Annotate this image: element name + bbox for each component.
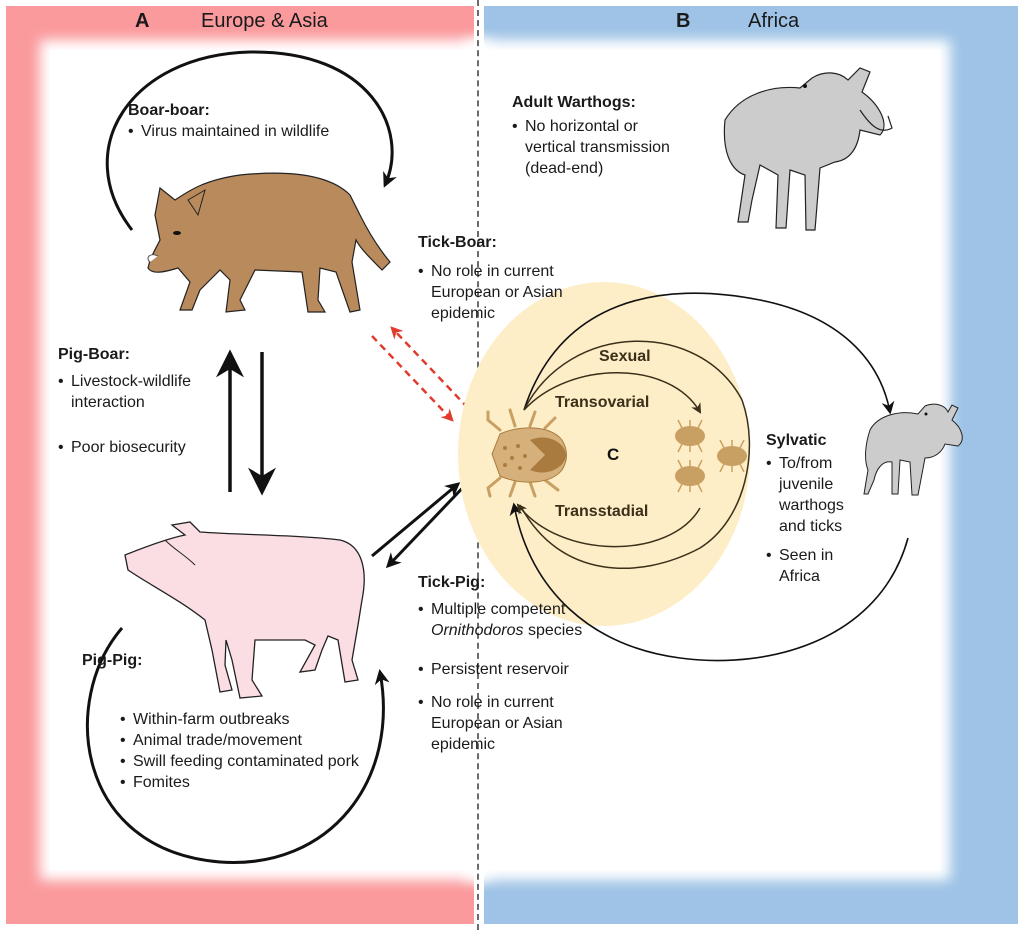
boar-boar-block: Boar-boar: Virus maintained in wildlife bbox=[128, 100, 408, 142]
transstadial-arrow bbox=[516, 503, 701, 548]
tick-boar-title: Tick-Boar: bbox=[418, 234, 497, 251]
pig-pig-block: Pig-Pig: Within-farm outbreaks Animal tr… bbox=[82, 650, 380, 793]
tick-to-boar-dashed-arrow bbox=[390, 326, 469, 409]
tick-pig-title: Tick-Pig: bbox=[418, 574, 486, 591]
pig-to-tick-arrow bbox=[371, 482, 461, 558]
adult-tick-illustration bbox=[486, 408, 567, 498]
sylvatic-bullet: To/from juvenile warthogs and ticks bbox=[766, 453, 856, 537]
sylvatic-outgoing-arrow bbox=[523, 292, 895, 415]
pig-boar-bullet: Poor biosecurity bbox=[58, 437, 218, 458]
panel-a-title: Europe & Asia bbox=[201, 10, 328, 32]
pig-pig-loop-arrow bbox=[85, 627, 390, 864]
tick-pig-bullet-text: Multiple competent bbox=[431, 601, 566, 618]
adult-warthogs-bullet: No horizontal or vertical transmission (… bbox=[512, 116, 692, 179]
pig-pig-bullet: Animal trade/movement bbox=[120, 730, 380, 751]
ornithodoros-genus: Ornithodoros bbox=[431, 622, 524, 639]
panel-b-title: Africa bbox=[748, 10, 800, 32]
panel-b-header: B Africa bbox=[676, 10, 799, 33]
wild-boar-illustration bbox=[147, 172, 391, 313]
label-transovarial: Transovarial bbox=[555, 394, 650, 411]
tick-pig-bullet: No role in current European or Asian epi… bbox=[418, 692, 606, 755]
sexual-arrow bbox=[519, 340, 751, 569]
tick-pig-block: Tick-Pig: Multiple competent Ornithodoro… bbox=[418, 572, 628, 755]
sylvatic-return-arrow bbox=[509, 502, 909, 662]
panel-b-letter: B bbox=[676, 10, 691, 32]
sylvatic-bullet: Seen in Africa bbox=[766, 545, 856, 587]
boar-boar-title: Boar-boar: bbox=[128, 102, 210, 119]
adult-warthogs-title: Adult Warthogs: bbox=[512, 94, 636, 111]
tick-to-pig-arrow bbox=[385, 476, 474, 569]
panel-a-letter: A bbox=[135, 10, 150, 32]
transovarial-arrow bbox=[523, 372, 702, 414]
sylvatic-title: Sylvatic bbox=[766, 432, 827, 449]
pig-pig-bullet: Fomites bbox=[120, 772, 380, 793]
tick-boar-bullet: No role in current European or Asian epi… bbox=[418, 261, 588, 324]
tick-pig-bullet-text: species bbox=[527, 622, 583, 639]
panel-c-letter: C bbox=[607, 445, 620, 464]
label-transstadial: Transstadial bbox=[555, 503, 649, 520]
pig-pig-bullet: Swill feeding contaminated pork bbox=[120, 751, 369, 772]
pig-boar-block: Pig-Boar: Livestock-wildlife interaction… bbox=[58, 344, 218, 458]
larval-ticks-illustration bbox=[675, 419, 747, 493]
pig-boar-bullet: Livestock-wildlife interaction bbox=[58, 371, 218, 413]
adult-warthogs-block: Adult Warthogs: No horizontal or vertica… bbox=[512, 92, 692, 179]
sylvatic-block: Sylvatic To/from juvenile warthogs and t… bbox=[766, 430, 856, 587]
domestic-pig-illustration bbox=[124, 521, 365, 699]
boar-boar-bullet: Virus maintained in wildlife bbox=[128, 121, 408, 142]
pig-pig-bullet: Within-farm outbreaks bbox=[120, 709, 380, 730]
tick-cycle-circle bbox=[458, 282, 750, 626]
pig-boar-title: Pig-Boar: bbox=[58, 346, 130, 363]
panel-a-header: A Europe & Asia bbox=[135, 10, 328, 33]
tick-pig-bullet: Persistent reservoir bbox=[418, 659, 628, 680]
boar-to-tick-dashed-arrow bbox=[371, 335, 454, 422]
juvenile-warthog-illustration bbox=[863, 403, 963, 496]
pig-pig-title: Pig-Pig: bbox=[82, 652, 143, 669]
adult-warthog-illustration bbox=[723, 67, 893, 231]
tick-boar-block: Tick-Boar: No role in current European o… bbox=[418, 232, 588, 324]
label-sexual: Sexual bbox=[599, 348, 651, 365]
tick-pig-bullet: Multiple competent Ornithodoros species bbox=[418, 599, 591, 641]
